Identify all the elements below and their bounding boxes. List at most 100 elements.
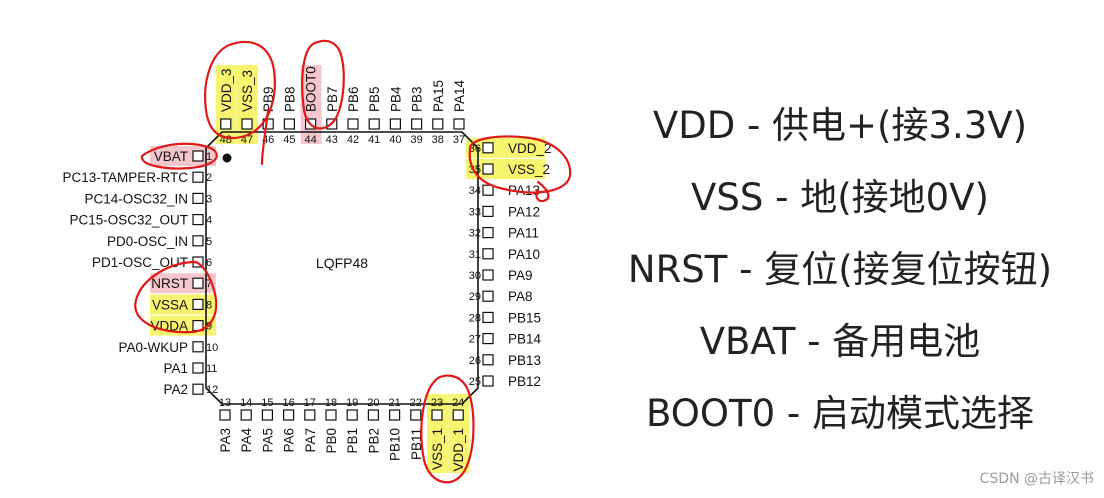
pin-number-1: 1	[206, 151, 212, 163]
pin-name-38: PA15	[431, 80, 446, 112]
pin-name-6: PD1-OSC_OUT	[92, 255, 188, 270]
pin-number-28: 28	[469, 312, 481, 324]
pin-name-45: PB8	[282, 86, 297, 112]
pin-pad-10	[192, 341, 204, 353]
pin-number-11: 11	[206, 363, 217, 375]
pin-name-4: PC15-OSC32_OUT	[69, 213, 188, 228]
pin-name-44: BOOT0	[304, 66, 319, 112]
pin-highlights	[150, 65, 545, 473]
pin-name-20: PB2	[366, 428, 381, 454]
pin-pad-24	[452, 409, 464, 421]
pin-name-36: VDD_2	[508, 141, 552, 156]
pin-number-39: 39	[410, 134, 422, 146]
pin-number-38: 38	[432, 134, 444, 146]
legend-nrst: NRST - 复位(接复位按钮)	[627, 248, 1053, 291]
pin-name-30: PA9	[508, 268, 533, 283]
pin-pad-16	[283, 409, 295, 421]
pin-number-17: 17	[304, 397, 316, 409]
pin-name-31: PA10	[508, 247, 540, 262]
watermark: CSDN @古译汉书	[979, 471, 1094, 487]
pin-number-33: 33	[469, 206, 481, 218]
pin-pad-3	[192, 192, 204, 204]
pin-pad-18	[325, 409, 337, 421]
pin-pad-40	[389, 118, 401, 130]
tail-annotation-vdd3	[260, 108, 270, 166]
pin-number-15: 15	[261, 397, 273, 409]
pin-pad-38	[432, 118, 444, 130]
pin-number-41: 41	[368, 134, 380, 146]
legend-vdd: VDD - 供电+(接3.3V)	[652, 104, 1028, 147]
legend-boot0: BOOT0 - 启动模式选择	[646, 392, 1034, 435]
pin-name-3: PC14-OSC32_IN	[84, 191, 188, 206]
pin-name-42: PB6	[346, 86, 361, 112]
pin-name-34: PA13	[508, 183, 540, 198]
pin-pad-22	[410, 409, 422, 421]
pin-pad-19	[346, 409, 358, 421]
pin-number-5: 5	[206, 236, 212, 248]
pin-number-32: 32	[469, 228, 481, 240]
pin-pad-4	[192, 214, 204, 226]
legend-vbat: VBAT - 备用电池	[699, 320, 981, 363]
pin-number-44: 44	[304, 134, 316, 146]
pin-number-45: 45	[283, 134, 295, 146]
pin-pad-31	[482, 248, 494, 260]
pin-number-2: 2	[206, 172, 212, 184]
pin-number-19: 19	[346, 397, 358, 409]
pin-number-37: 37	[453, 134, 465, 146]
pin-number-14: 14	[240, 397, 252, 409]
pin-pad-27	[482, 333, 494, 345]
pin-name-15: PA5	[260, 428, 275, 453]
pin-pad-33	[482, 205, 494, 217]
pin-number-18: 18	[325, 397, 337, 409]
pin-pad-36	[482, 142, 494, 154]
pin-name-2: PC13-TAMPER-RTC	[62, 170, 188, 185]
pin-pad-21	[389, 409, 401, 421]
pin-pad-37	[453, 118, 465, 130]
pin-number-4: 4	[206, 215, 212, 227]
pin-pad-39	[411, 118, 423, 130]
pin-name-25: PB12	[508, 374, 541, 389]
pin-pad-42	[347, 118, 359, 130]
pin-number-25: 25	[469, 376, 481, 388]
pin-pad-5	[192, 235, 204, 247]
pin-pad-47	[241, 118, 253, 130]
legend-vss: VSS - 地(接地0V)	[691, 176, 989, 219]
pin-name-43: PB7	[325, 86, 340, 112]
pin-name-8: VSSA	[152, 297, 188, 312]
pin-number-7: 7	[206, 278, 212, 290]
pin-pad-2	[192, 171, 204, 183]
pin-pad-30	[482, 269, 494, 281]
pin-pad-8	[192, 298, 204, 310]
pin-name-32: PA11	[508, 226, 539, 241]
pin-number-29: 29	[469, 291, 481, 303]
circle-annotation-pa13	[535, 180, 550, 203]
pin-number-26: 26	[469, 355, 481, 367]
pin-number-6: 6	[206, 257, 212, 269]
pin-pad-12	[192, 383, 204, 395]
red-hand-annotations	[134, 39, 572, 484]
pin-name-12: PA2	[163, 382, 188, 397]
circle-annotation-vdda	[134, 260, 218, 334]
pin-name-18: PB0	[324, 428, 339, 454]
pin-pad-32	[482, 227, 494, 239]
pin-number-8: 8	[206, 299, 212, 311]
pin-pad-13	[219, 409, 231, 421]
pin-name-47: VSS_3	[240, 70, 255, 112]
pin-pad-26	[482, 354, 494, 366]
pin-number-12: 12	[206, 384, 218, 396]
pin-pad-7	[192, 277, 204, 289]
pin-name-21: PB10	[388, 428, 403, 461]
pin-pad-23	[431, 409, 443, 421]
pin-name-40: PB4	[388, 86, 403, 112]
pin-name-35: VSS_2	[508, 162, 550, 177]
pin-name-1: VBAT	[154, 149, 188, 164]
pin-pad-14	[240, 409, 252, 421]
pin-name-26: PB13	[508, 353, 541, 368]
pin-pad-34	[482, 184, 494, 196]
circle-annotation-vbat	[140, 142, 218, 170]
pin-name-28: PB15	[508, 310, 541, 325]
pin-name-13: PA3	[218, 428, 233, 453]
pin-number-34: 34	[469, 185, 481, 197]
pin-number-21: 21	[388, 397, 400, 409]
